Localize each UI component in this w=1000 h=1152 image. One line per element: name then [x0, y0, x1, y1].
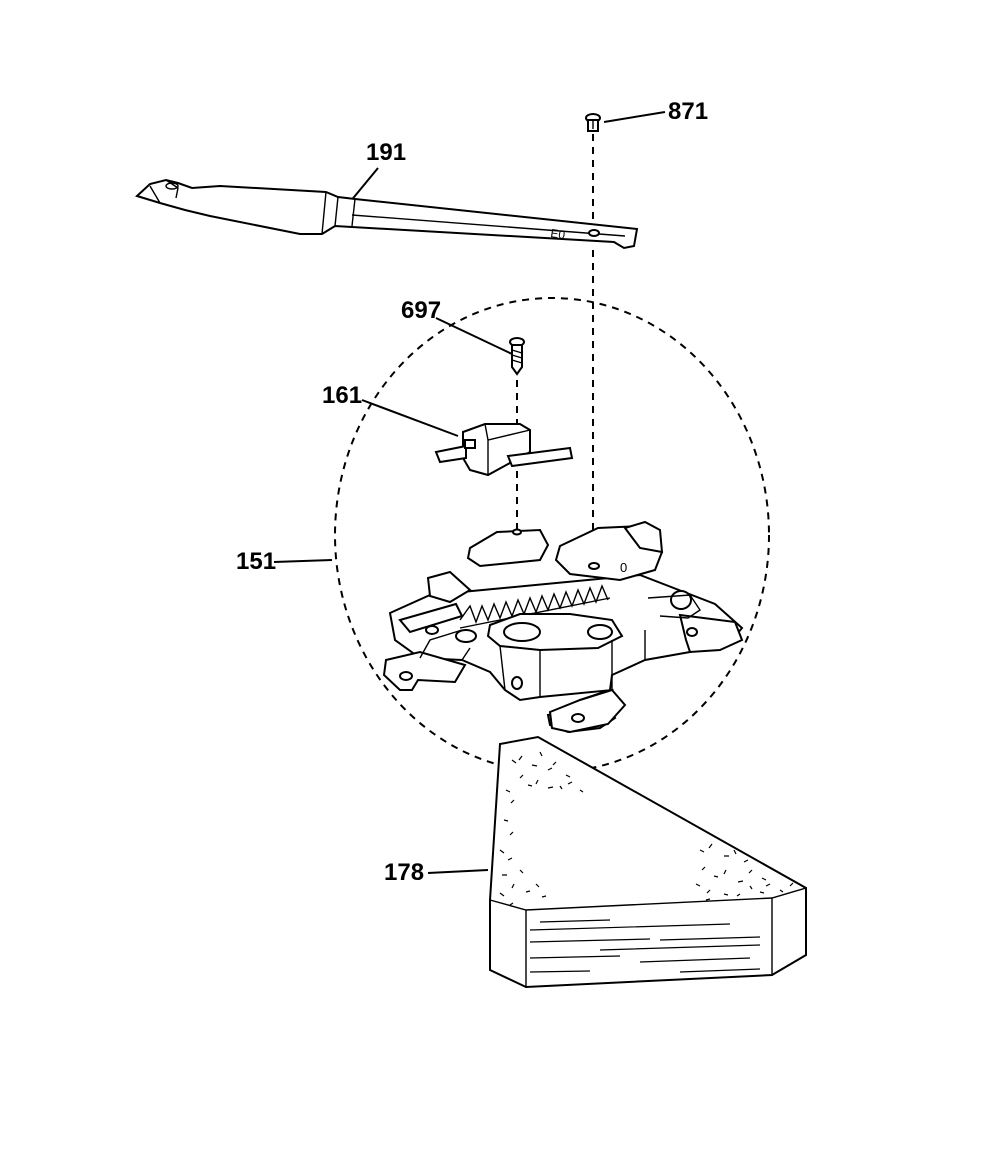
callout-191: 191: [366, 139, 406, 166]
switch-161: [434, 423, 574, 477]
svg-text:E0: E0: [550, 226, 567, 242]
callout-178: 178: [384, 859, 424, 886]
assembly-boundary-151: [334, 297, 770, 773]
screw-697: [509, 337, 525, 376]
insulation-texture: [499, 751, 794, 973]
callout-871: 871: [668, 98, 708, 125]
svg-text:0: 0: [620, 560, 627, 575]
insulation-block-178: [489, 735, 807, 989]
latch-handle-191: E0: [135, 178, 639, 250]
callout-697: 697: [401, 297, 441, 324]
callout-161: 161: [322, 382, 362, 409]
latch-mechanism-151: 0: [382, 520, 744, 734]
screw-871: [585, 113, 601, 132]
leader-lines: [273, 111, 666, 874]
callout-151: 151: [236, 548, 276, 575]
